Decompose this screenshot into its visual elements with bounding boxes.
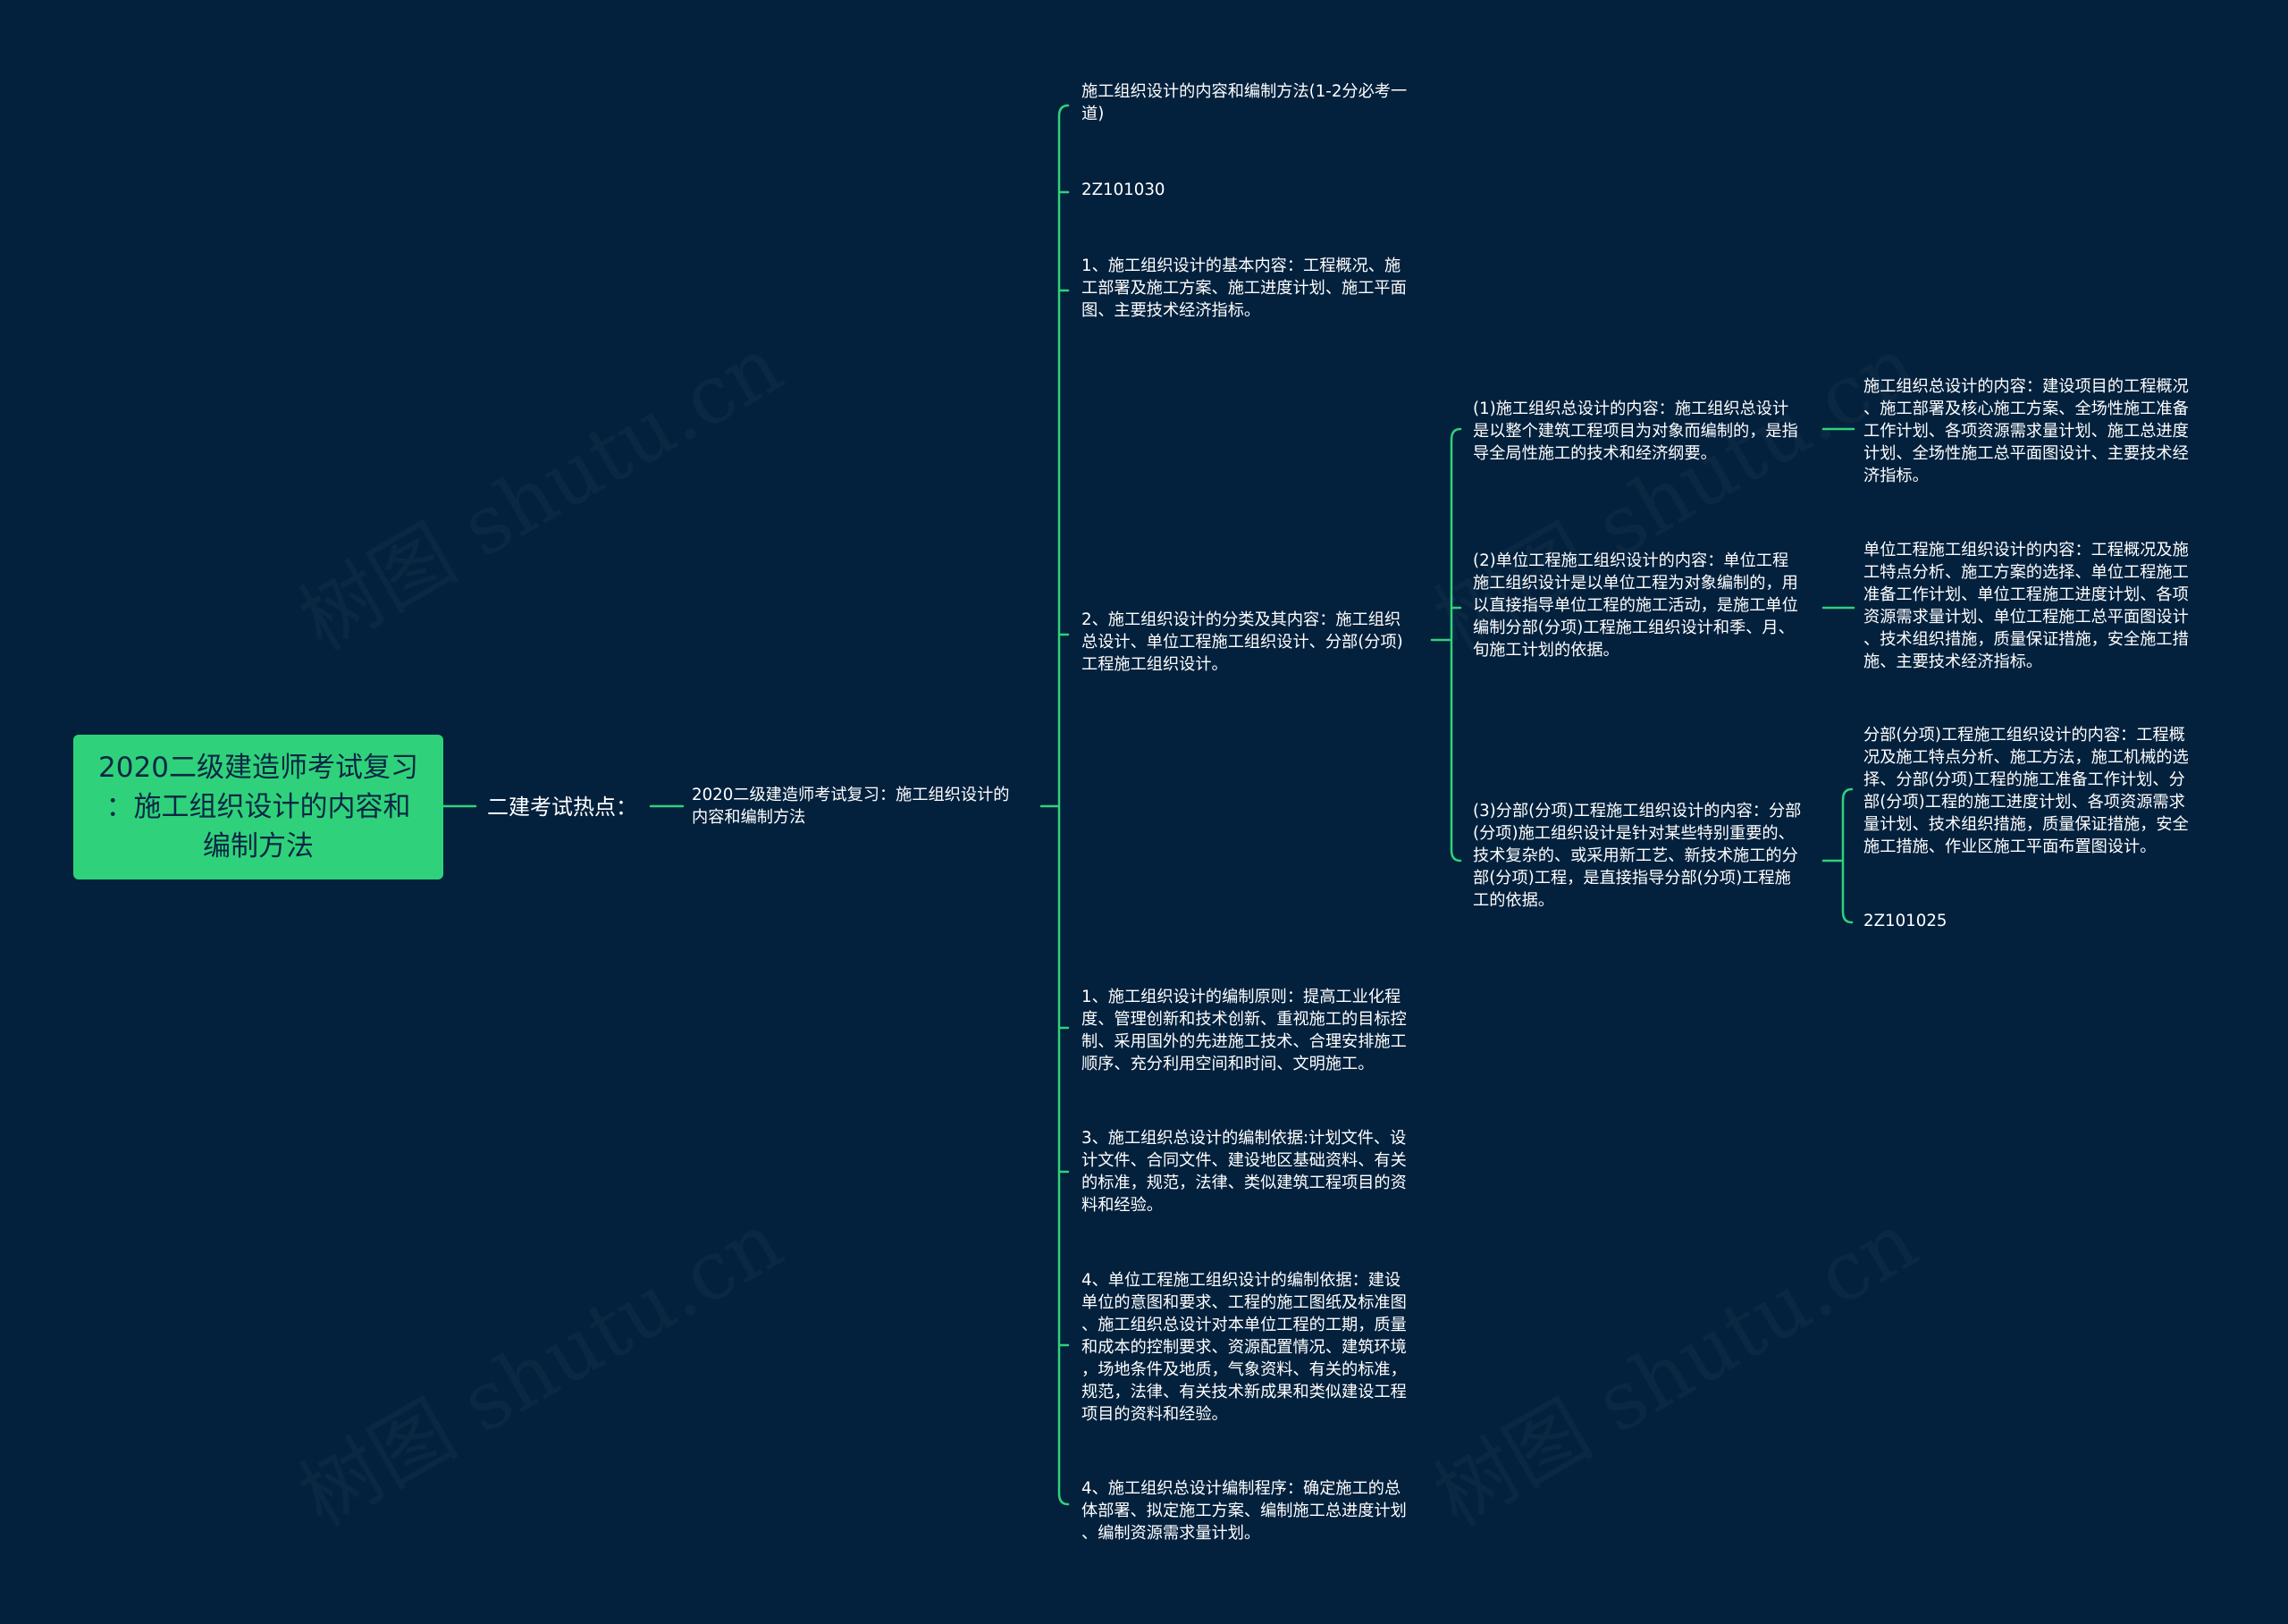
leaf-subdivision-content[interactable]: 分部(分项)工程施工组织设计的内容：工程概 况及施工特点分析、施工方法，施工机械… <box>1863 726 2189 856</box>
leaf-code[interactable]: 2Z101025 <box>1863 912 1947 930</box>
branch-principles[interactable]: 1、施工组织设计的编制原则：提高工业化程 度、管理创新和技术创新、重视施工的目标… <box>1081 988 1407 1073</box>
root-topic[interactable]: 2020二级建造师考试复习 ：施工组织设计的内容和 编制方法 <box>73 735 443 879</box>
branch-basic-content[interactable]: 1、施工组织设计的基本内容：工程概况、施 工部署及施工方案、施工进度计划、施工平… <box>1081 257 1407 320</box>
hot-topic-label[interactable]: 二建考试热点： <box>487 795 637 820</box>
mid-topic[interactable]: 2020二级建造师考试复习：施工组织设计的 内容和编制方法 <box>692 786 1010 827</box>
sub-subdivision-design[interactable]: (3)分部(分项)工程施工组织设计的内容：分部 (分项)施工组织设计是针对某些特… <box>1473 802 1802 910</box>
branch-basis-general[interactable]: 3、施工组织总设计的编制依据:计划文件、设 计文件、合同文件、建设地区基础资料、… <box>1081 1129 1407 1215</box>
branch-code[interactable]: 2Z101030 <box>1081 181 1165 199</box>
branch-classification[interactable]: 2、施工组织设计的分类及其内容：施工组织 总设计、单位工程施工组织设计、分部(分… <box>1081 610 1403 674</box>
leaf-unit-content[interactable]: 单位工程施工组织设计的内容：工程概况及施 工特点分析、施工方案的选择、单位工程施… <box>1863 541 2189 671</box>
sub-unit-design[interactable]: (2)单位工程施工组织设计的内容：单位工程 施工组织设计是以单位工程为对象编制的… <box>1473 551 1798 660</box>
branch-basis-unit[interactable]: 4、单位工程施工组织设计的编制依据：建设 单位的意图和要求、工程的施工图纸及标准… <box>1081 1271 1407 1424</box>
branch-procedure[interactable]: 4、施工组织总设计编制程序：确定施工的总 体部署、拟定施工方案、编制施工总进度计… <box>1081 1479 1407 1543</box>
leaf-general-content[interactable]: 施工组织总设计的内容：建设项目的工程概况 、施工部署及核心施工方案、全场性施工准… <box>1863 377 2189 485</box>
branch-title[interactable]: 施工组织设计的内容和编制方法(1-2分必考一 道) <box>1081 82 1408 123</box>
sub-general-design[interactable]: (1)施工组织总设计的内容：施工组织总设计 是以整个建筑工程项目为对象而编制的，… <box>1473 400 1798 463</box>
